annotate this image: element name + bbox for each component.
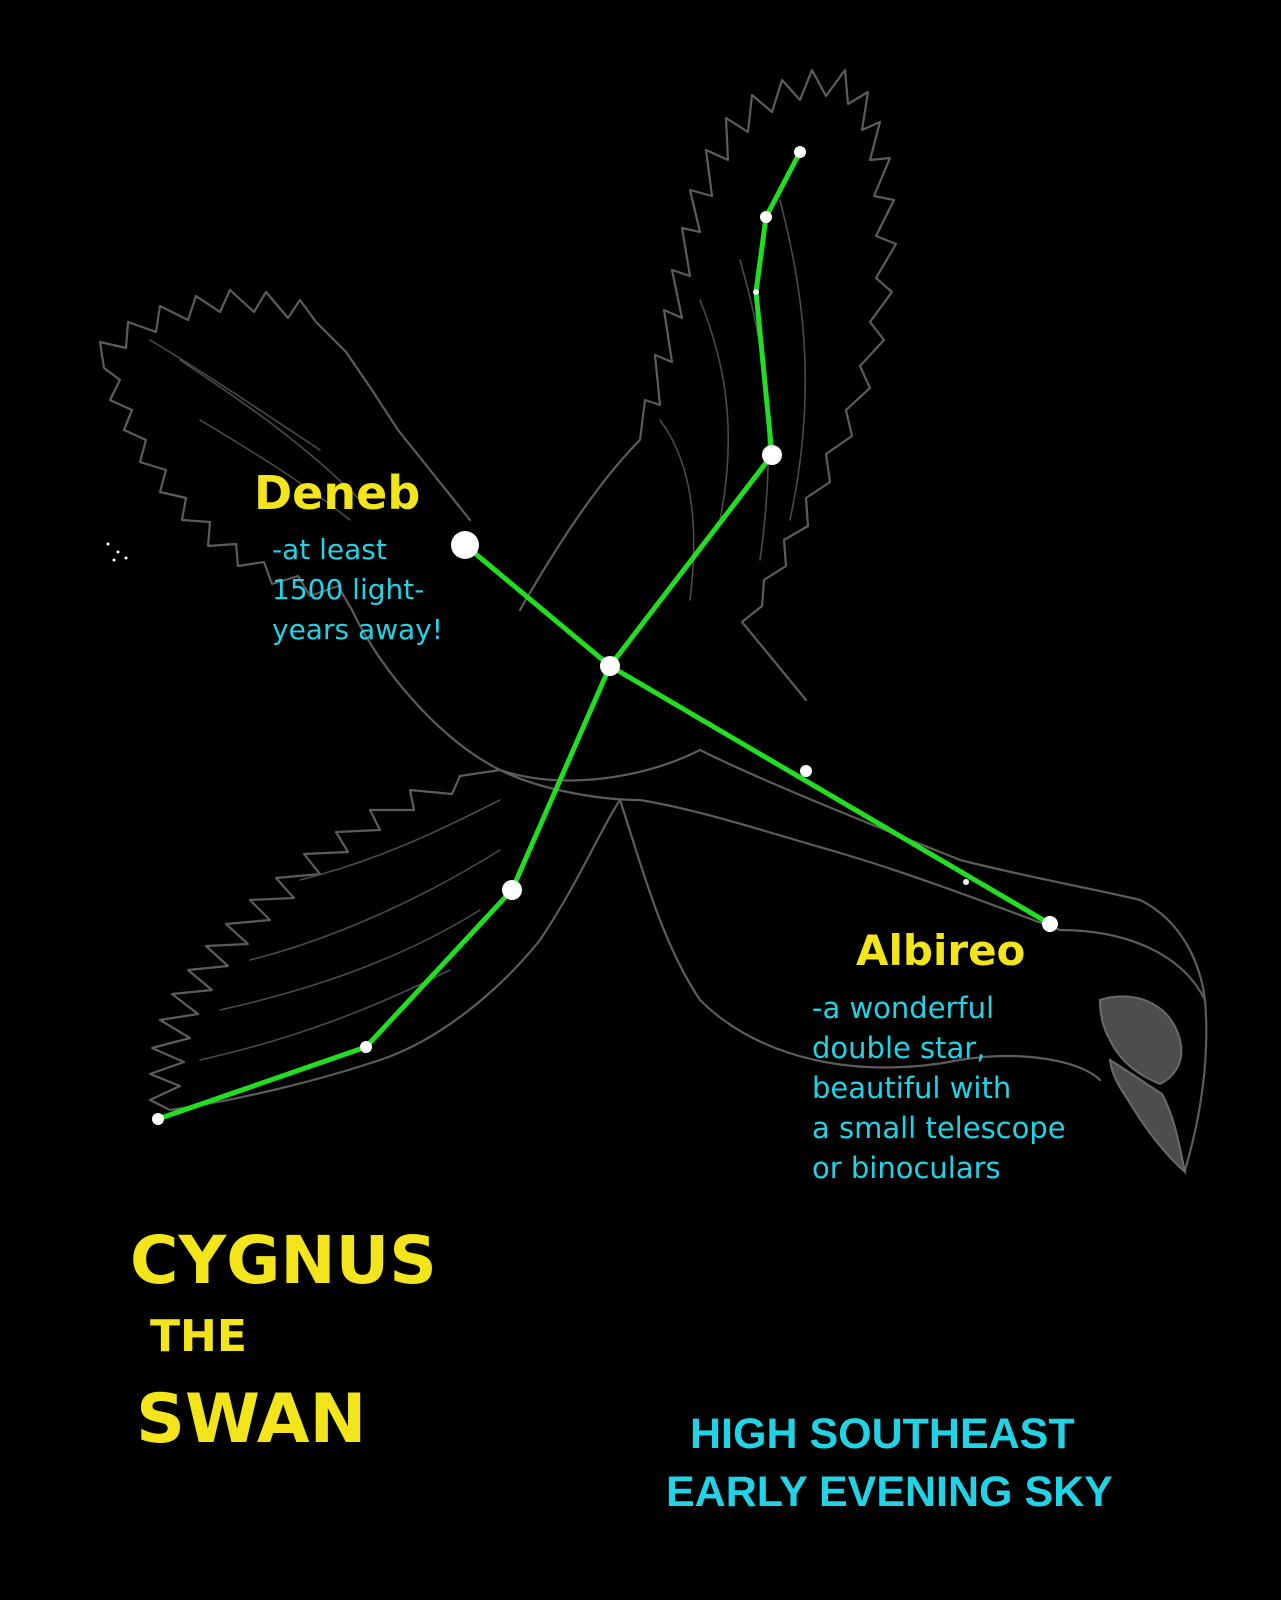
line-deneb-sadr <box>462 542 613 669</box>
star-lower-wing-1 <box>502 880 522 900</box>
viewing-line-1: HIGH SOUTHEAST <box>690 1410 1075 1458</box>
star-sadr <box>600 656 620 676</box>
line-lower-wing-tip <box>155 887 515 1122</box>
viewing-line-2: EARLY EVENING SKY <box>666 1468 1113 1516</box>
star-cluster-3 <box>124 556 128 560</box>
line-upper-wing-tip <box>753 149 803 458</box>
star-deneb <box>451 531 479 559</box>
deneb-note: -at least 1500 light- years away! <box>272 533 443 646</box>
star-lower-wing-2 <box>360 1041 372 1053</box>
star-upper-wing-1 <box>762 445 782 465</box>
line-sadr-albireo <box>607 663 1053 927</box>
deneb-label: Deneb <box>254 466 421 520</box>
star-cluster-4 <box>112 558 116 562</box>
constellation-lines <box>155 149 1053 1122</box>
star-upper-wing-2 <box>753 289 759 295</box>
star-upper-wing-3 <box>760 211 772 223</box>
line-sadr-upper-wing <box>607 452 775 669</box>
stars <box>106 146 1058 1125</box>
star-upper-wing-tip <box>794 146 806 158</box>
star-neck <box>800 765 812 777</box>
title-the: THE <box>150 1311 247 1362</box>
star-faint <box>963 879 969 885</box>
albireo-label: Albireo <box>856 926 1026 975</box>
line-sadr-lower-wing <box>509 663 613 893</box>
title-cygnus: CYGNUS <box>130 1222 437 1299</box>
albireo-note: -a wonderful double star, beautiful with… <box>812 991 1066 1185</box>
star-cluster-1 <box>106 542 110 546</box>
star-albireo <box>1042 916 1058 932</box>
star-lower-wing-tip <box>152 1113 164 1125</box>
star-cluster-2 <box>116 550 120 554</box>
swan-sketch <box>98 68 1208 1175</box>
title-swan: SWAN <box>136 1380 367 1459</box>
